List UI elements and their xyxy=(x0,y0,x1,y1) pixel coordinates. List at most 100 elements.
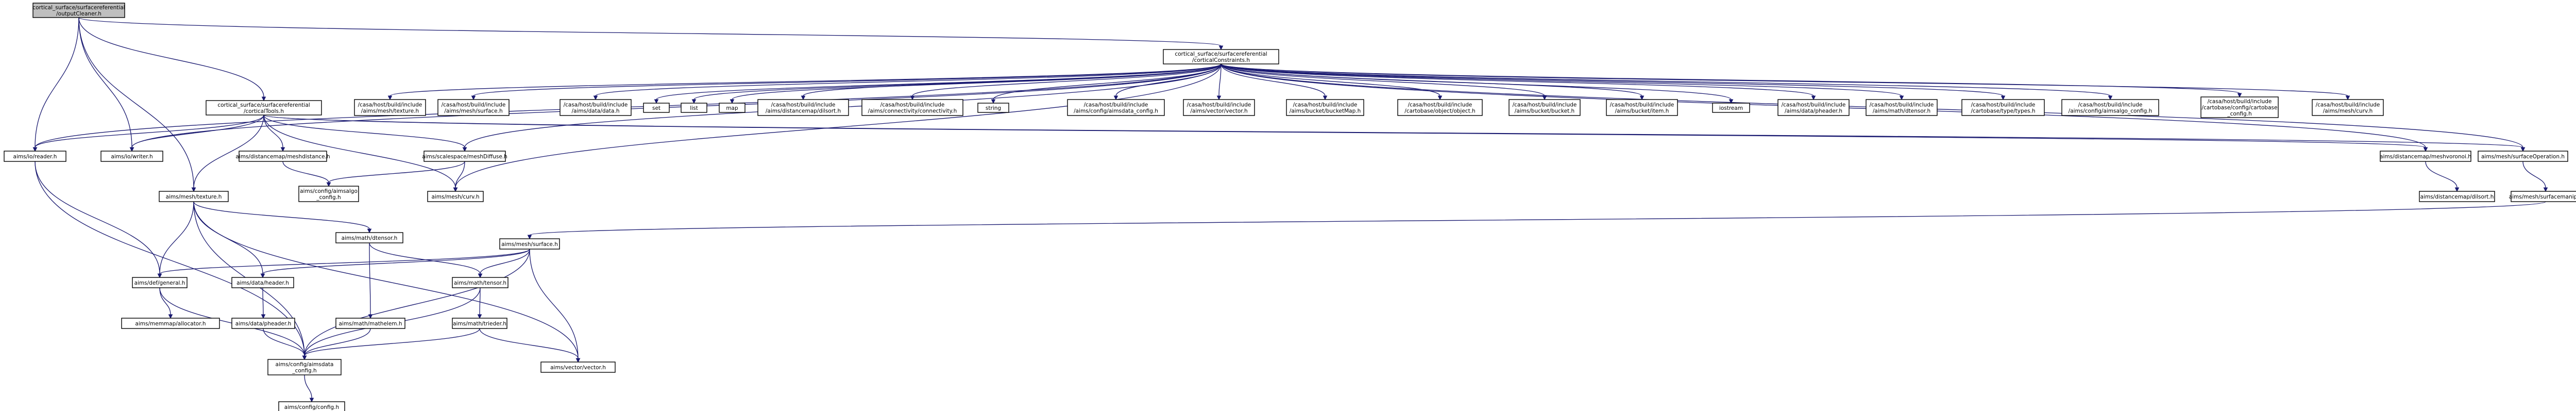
node-a-defgeneral[interactable]: aims/def/general.h xyxy=(132,277,188,288)
edge-ctools-to-a_meshdiffuse xyxy=(263,114,467,152)
node-label-line: aims/mesh/texture.h xyxy=(166,194,222,200)
node-label-line: /casa/host/build/include xyxy=(771,102,836,108)
node-dm-dilsort[interactable]: /casa/host/build/include/aims/distancema… xyxy=(757,99,849,116)
node-a-meshvoronoi[interactable]: aims/distancemap/meshvoronoi.h xyxy=(2380,151,2471,162)
node-conn[interactable]: /casa/host/build/include/aims/connectivi… xyxy=(861,99,963,116)
node-iostream[interactable]: iostream xyxy=(1712,103,1750,113)
node-label-line: /casa/host/build/include xyxy=(1408,102,1472,108)
node-string[interactable]: string xyxy=(977,103,1009,113)
node-mesh-texture[interactable]: /casa/host/build/include/aims/mesh/textu… xyxy=(354,99,426,116)
edge-constraints-to-vec_vector xyxy=(1216,63,1222,101)
node-label-line: aims/mesh/surfaceOperation.h xyxy=(2481,154,2565,160)
node-a-meshdiffuse[interactable]: aims/scalespace/meshDiffuse.h xyxy=(422,151,507,162)
node-set[interactable]: set xyxy=(643,103,670,113)
node-box xyxy=(2478,151,2568,162)
edge-ctools-to-io_writer xyxy=(129,114,264,152)
node-label-line: aims/config/aimsdata xyxy=(276,361,334,368)
node-label-line: /cartobase/object/object.h xyxy=(1404,108,1475,114)
edge-a_meshdiffuse-to-a_configalgo xyxy=(326,161,465,187)
edge-a_mathtensor-to-a_trieder xyxy=(477,287,482,319)
node-a-dm-distance[interactable]: aims/distancemap/meshdistance.h xyxy=(235,151,330,162)
node-label-line: cortical_surface/surfacereferential xyxy=(32,5,125,11)
node-label-line: /aims/mesh/surface.h xyxy=(444,108,502,114)
node-list[interactable]: list xyxy=(681,103,707,113)
node-config-algo[interactable]: /casa/host/build/include/aims/config/aim… xyxy=(2061,99,2159,116)
node-a-curv[interactable]: aims/mesh/curv.h xyxy=(427,191,484,202)
node-a-pheader[interactable]: aims/data/pheader.h xyxy=(231,318,295,329)
node-a-mathdtensor[interactable]: aims/math/dtensor.h xyxy=(335,232,403,243)
node-cart-object[interactable]: /casa/host/build/include/cartobase/objec… xyxy=(1397,99,1483,116)
node-a-mathelem[interactable]: aims/math/mathelem.h xyxy=(335,318,405,329)
node-bucketmap[interactable]: /casa/host/build/include/aims/bucket/buc… xyxy=(1286,99,1364,116)
node-data-data[interactable]: /casa/host/build/include/aims/data/data.… xyxy=(560,99,632,116)
node-label-line: /aims/data/pheader.h xyxy=(1785,108,1842,114)
node-a-vector[interactable]: aims/vector/vector.h xyxy=(540,361,616,373)
node-label-line: aims/mesh/surface.h xyxy=(501,241,558,248)
edge-constraints-to-mesh_texture xyxy=(387,63,1222,101)
edge-a_surface-to-a_dataheader xyxy=(260,249,530,278)
node-label-line: /casa/host/build/include xyxy=(564,102,628,108)
node-mathtensor[interactable]: /casa/host/build/include/aims/math/dtens… xyxy=(1866,99,1938,116)
node-a-configdata[interactable]: aims/config/aimsdata_config.h xyxy=(267,359,342,375)
node-label-line: aims/distancemap/meshvoronoi.h xyxy=(2380,154,2471,160)
node-label-line: aims/math/tensor.h xyxy=(454,280,506,286)
node-label-line: set xyxy=(652,105,660,111)
node-label-line: /aims/bucket/bucket.h xyxy=(1515,108,1574,114)
node-mesh-curv-top[interactable]: /casa/host/build/include/aims/mesh/curv.… xyxy=(2312,99,2384,116)
node-a-configconfig[interactable]: aims/config/config.h xyxy=(278,401,345,411)
node-box xyxy=(354,99,426,116)
node-box xyxy=(1163,49,1279,64)
node-label-line: aims/data/pheader.h xyxy=(235,321,291,327)
node-mesh-surface[interactable]: /casa/host/build/include/aims/mesh/surfa… xyxy=(437,99,510,116)
node-box xyxy=(1067,99,1165,116)
edge-a_texture-to-a_defgeneral xyxy=(157,201,194,278)
node-label-line: aims/vector/vector.h xyxy=(550,365,606,371)
node-label-line: cortical_surface/surfacereferential xyxy=(217,102,310,108)
edge-a_surfop-to-a_surfmanip xyxy=(2522,161,2548,192)
node-label-line: aims/config/config.h xyxy=(284,404,339,410)
node-box xyxy=(437,99,510,116)
edge-layer xyxy=(32,17,2548,403)
node-a-trieder[interactable]: aims/math/trieder.h xyxy=(452,318,507,329)
node-box xyxy=(206,100,322,116)
node-a-surfmanip[interactable]: aims/mesh/surfacemanip.h xyxy=(2509,191,2576,202)
node-label-line: /casa/host/build/include xyxy=(1293,102,1358,108)
node-layer: cortical_surface/surfacereferential/outp… xyxy=(4,3,2576,411)
node-pheader[interactable]: /casa/host/build/include/aims/data/phead… xyxy=(1777,99,1850,116)
node-bucket-item[interactable]: /casa/host/build/include/aims/bucket/ite… xyxy=(1606,99,1678,116)
node-cart-config[interactable]: /casa/host/build/include/cartobase/confi… xyxy=(2200,96,2279,118)
node-box xyxy=(278,401,345,411)
node-root[interactable]: cortical_surface/surfacereferential/outp… xyxy=(32,3,125,18)
edge-a_mathdtensor-to-a_mathtensor xyxy=(369,242,483,278)
node-config-aimsdata[interactable]: /casa/host/build/include/aims/config/aim… xyxy=(1067,99,1165,116)
node-ctools[interactable]: cortical_surface/surfacereferential/cort… xyxy=(206,100,322,116)
node-label-line: /aims/bucket/item.h xyxy=(1615,108,1669,114)
node-a-texture[interactable]: aims/mesh/texture.h xyxy=(159,191,229,202)
node-vec-vector[interactable]: /casa/host/build/include/aims/vector/vec… xyxy=(1183,99,1255,116)
node-a-dilsort[interactable]: aims/distancemap/dilsort.h xyxy=(2419,191,2495,202)
node-label-line: /casa/host/build/include xyxy=(2078,102,2143,108)
node-label-line: /casa/host/build/include xyxy=(1870,102,1934,108)
edge-a_surfmanip-to-a_surface xyxy=(527,201,2546,240)
node-box xyxy=(1183,99,1255,116)
node-io-writer[interactable]: aims/io/writer.h xyxy=(100,151,163,162)
node-a-configalgo[interactable]: aims/config/aimsalgo_config.h xyxy=(298,186,359,202)
node-a-mathtensor[interactable]: aims/math/tensor.h xyxy=(452,277,509,288)
node-label-line: /aims/connectivity/connectivity.h xyxy=(868,108,957,114)
node-bucket-bucket[interactable]: /casa/host/build/include/aims/bucket/buc… xyxy=(1509,99,1581,116)
node-a-surfop[interactable]: aims/mesh/surfaceOperation.h xyxy=(2478,151,2568,162)
node-box xyxy=(757,99,849,116)
node-label-line: /corticalTools.h xyxy=(244,108,284,114)
node-a-surface[interactable]: aims/mesh/surface.h xyxy=(499,238,560,250)
edge-ctools-to-a_meshvoronoi xyxy=(263,114,2428,152)
edge-constraints-to-mesh_surface xyxy=(471,63,1222,101)
node-types[interactable]: /casa/host/build/include/cartobase/type/… xyxy=(1961,99,2045,116)
node-constraints[interactable]: cortical_surface/surfacereferential/cort… xyxy=(1163,49,1279,64)
node-map[interactable]: map xyxy=(719,103,745,113)
node-io-reader[interactable]: aims/io/reader.h xyxy=(4,151,66,162)
node-a-dataheader[interactable]: aims/data/header.h xyxy=(231,277,294,288)
node-label-line: aims/math/dtensor.h xyxy=(342,235,398,241)
node-label-line: /aims/vector/vector.h xyxy=(1190,108,1247,114)
node-a-mmapalloc[interactable]: aims/memmap/allocator.h xyxy=(121,318,220,329)
